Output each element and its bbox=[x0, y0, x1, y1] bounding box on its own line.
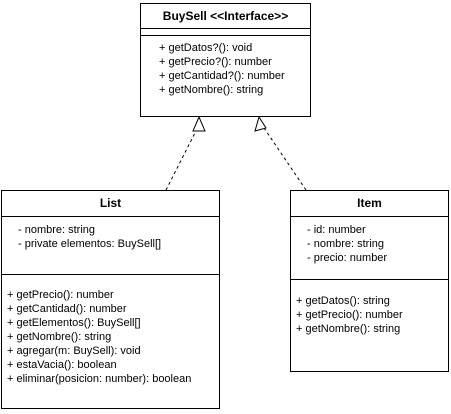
attribute: - precio: number bbox=[307, 252, 388, 264]
realization-arrowhead-list bbox=[192, 115, 206, 132]
method: + getDatos(): string bbox=[296, 295, 390, 307]
method: + getNombre(): string bbox=[7, 331, 112, 343]
methods-section: + getDatos?(): void + getPrecio?(): numb… bbox=[141, 36, 310, 97]
methods-section: + getDatos(): string + getPrecio(): numb… bbox=[291, 280, 448, 336]
class-title: Item bbox=[291, 191, 448, 217]
methods-section: + getPrecio(): number + getCantidad(): n… bbox=[2, 275, 219, 386]
attributes-section: - id: number - nombre: string - precio: … bbox=[291, 217, 448, 280]
realization-arrowhead-item bbox=[254, 115, 267, 132]
attribute: - nombre: string bbox=[18, 224, 96, 236]
method: + getPrecio(): number bbox=[296, 309, 403, 321]
method: + getPrecio?(): number bbox=[159, 56, 272, 68]
class-list[interactable]: List - nombre: string - private elemento… bbox=[1, 190, 220, 409]
method: + eliminar(posicion: number): boolean bbox=[7, 373, 192, 385]
class-item[interactable]: Item - id: number - nombre: string - pre… bbox=[290, 190, 449, 372]
realization-list-interface bbox=[165, 124, 200, 191]
attributes-section: - nombre: string - private elementos: Bu… bbox=[2, 217, 219, 275]
method: + getNombre(): string bbox=[159, 84, 264, 96]
method: + getDatos?(): void bbox=[159, 42, 253, 54]
class-title: BuySell <<Interface>> bbox=[141, 4, 310, 29]
method: + getElementos(): BuySell[] bbox=[7, 317, 141, 329]
method: + getCantidad?(): number bbox=[159, 70, 285, 82]
realization-item-interface bbox=[261, 124, 307, 191]
method: + getNombre(): string bbox=[296, 323, 401, 335]
attribute: - id: number bbox=[307, 224, 366, 236]
class-buysell-interface[interactable]: BuySell <<Interface>> + getDatos?(): voi… bbox=[140, 3, 311, 117]
method: + getPrecio(): number bbox=[7, 289, 114, 301]
attribute: - nombre: string bbox=[307, 238, 385, 250]
method: + estaVacia(): boolean bbox=[7, 359, 117, 371]
class-title: List bbox=[2, 191, 219, 217]
method: + getCantidad(): number bbox=[7, 303, 127, 315]
attribute: - private elementos: BuySell[] bbox=[18, 238, 162, 250]
method: + agregar(m: BuySell): void bbox=[7, 345, 141, 357]
attributes-section bbox=[141, 29, 310, 36]
